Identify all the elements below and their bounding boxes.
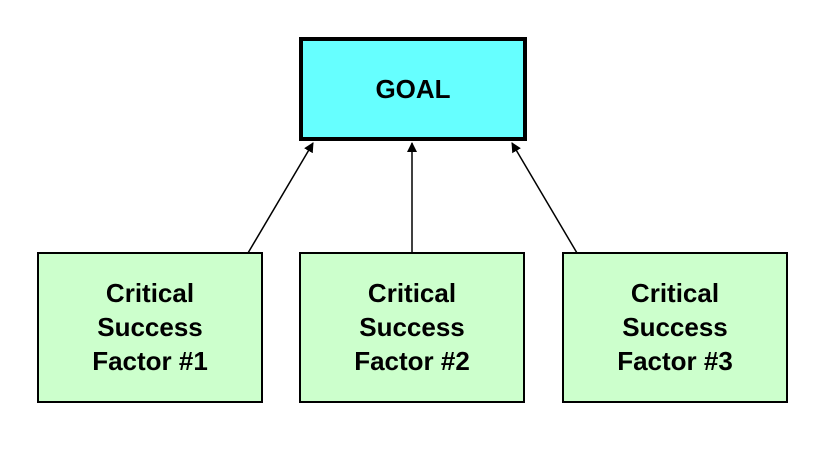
- goal-node: GOAL: [299, 37, 527, 141]
- factor-box-1: [37, 252, 263, 403]
- edge-factor-3-to-goal: [511, 142, 578, 254]
- factor-label-2-line-1: Critical: [368, 278, 456, 308]
- factor-label-1-line-2: Success: [97, 312, 203, 342]
- edge-factor-1-to-goal: [247, 142, 314, 254]
- goal-box: [299, 37, 527, 141]
- factor-label-1-line-3: Factor #1: [92, 346, 208, 376]
- factor-label-1-line-1: Critical: [106, 278, 194, 308]
- factor-label-3-line-3: Factor #3: [617, 346, 733, 376]
- factor-box-3: [562, 252, 788, 403]
- factor-label-3-line-2: Success: [622, 312, 728, 342]
- factor-node-3: Critical Success Factor #3: [562, 252, 788, 403]
- goal-label: GOAL: [375, 74, 450, 104]
- factor-label-3-line-1: Critical: [631, 278, 719, 308]
- factor-label-2-line-2: Success: [359, 312, 465, 342]
- factor-node-2: Critical Success Factor #2: [299, 252, 525, 403]
- factor-box-2: [299, 252, 525, 403]
- factor-label-2-line-3: Factor #2: [354, 346, 470, 376]
- factor-node-1: Critical Success Factor #1: [37, 252, 263, 403]
